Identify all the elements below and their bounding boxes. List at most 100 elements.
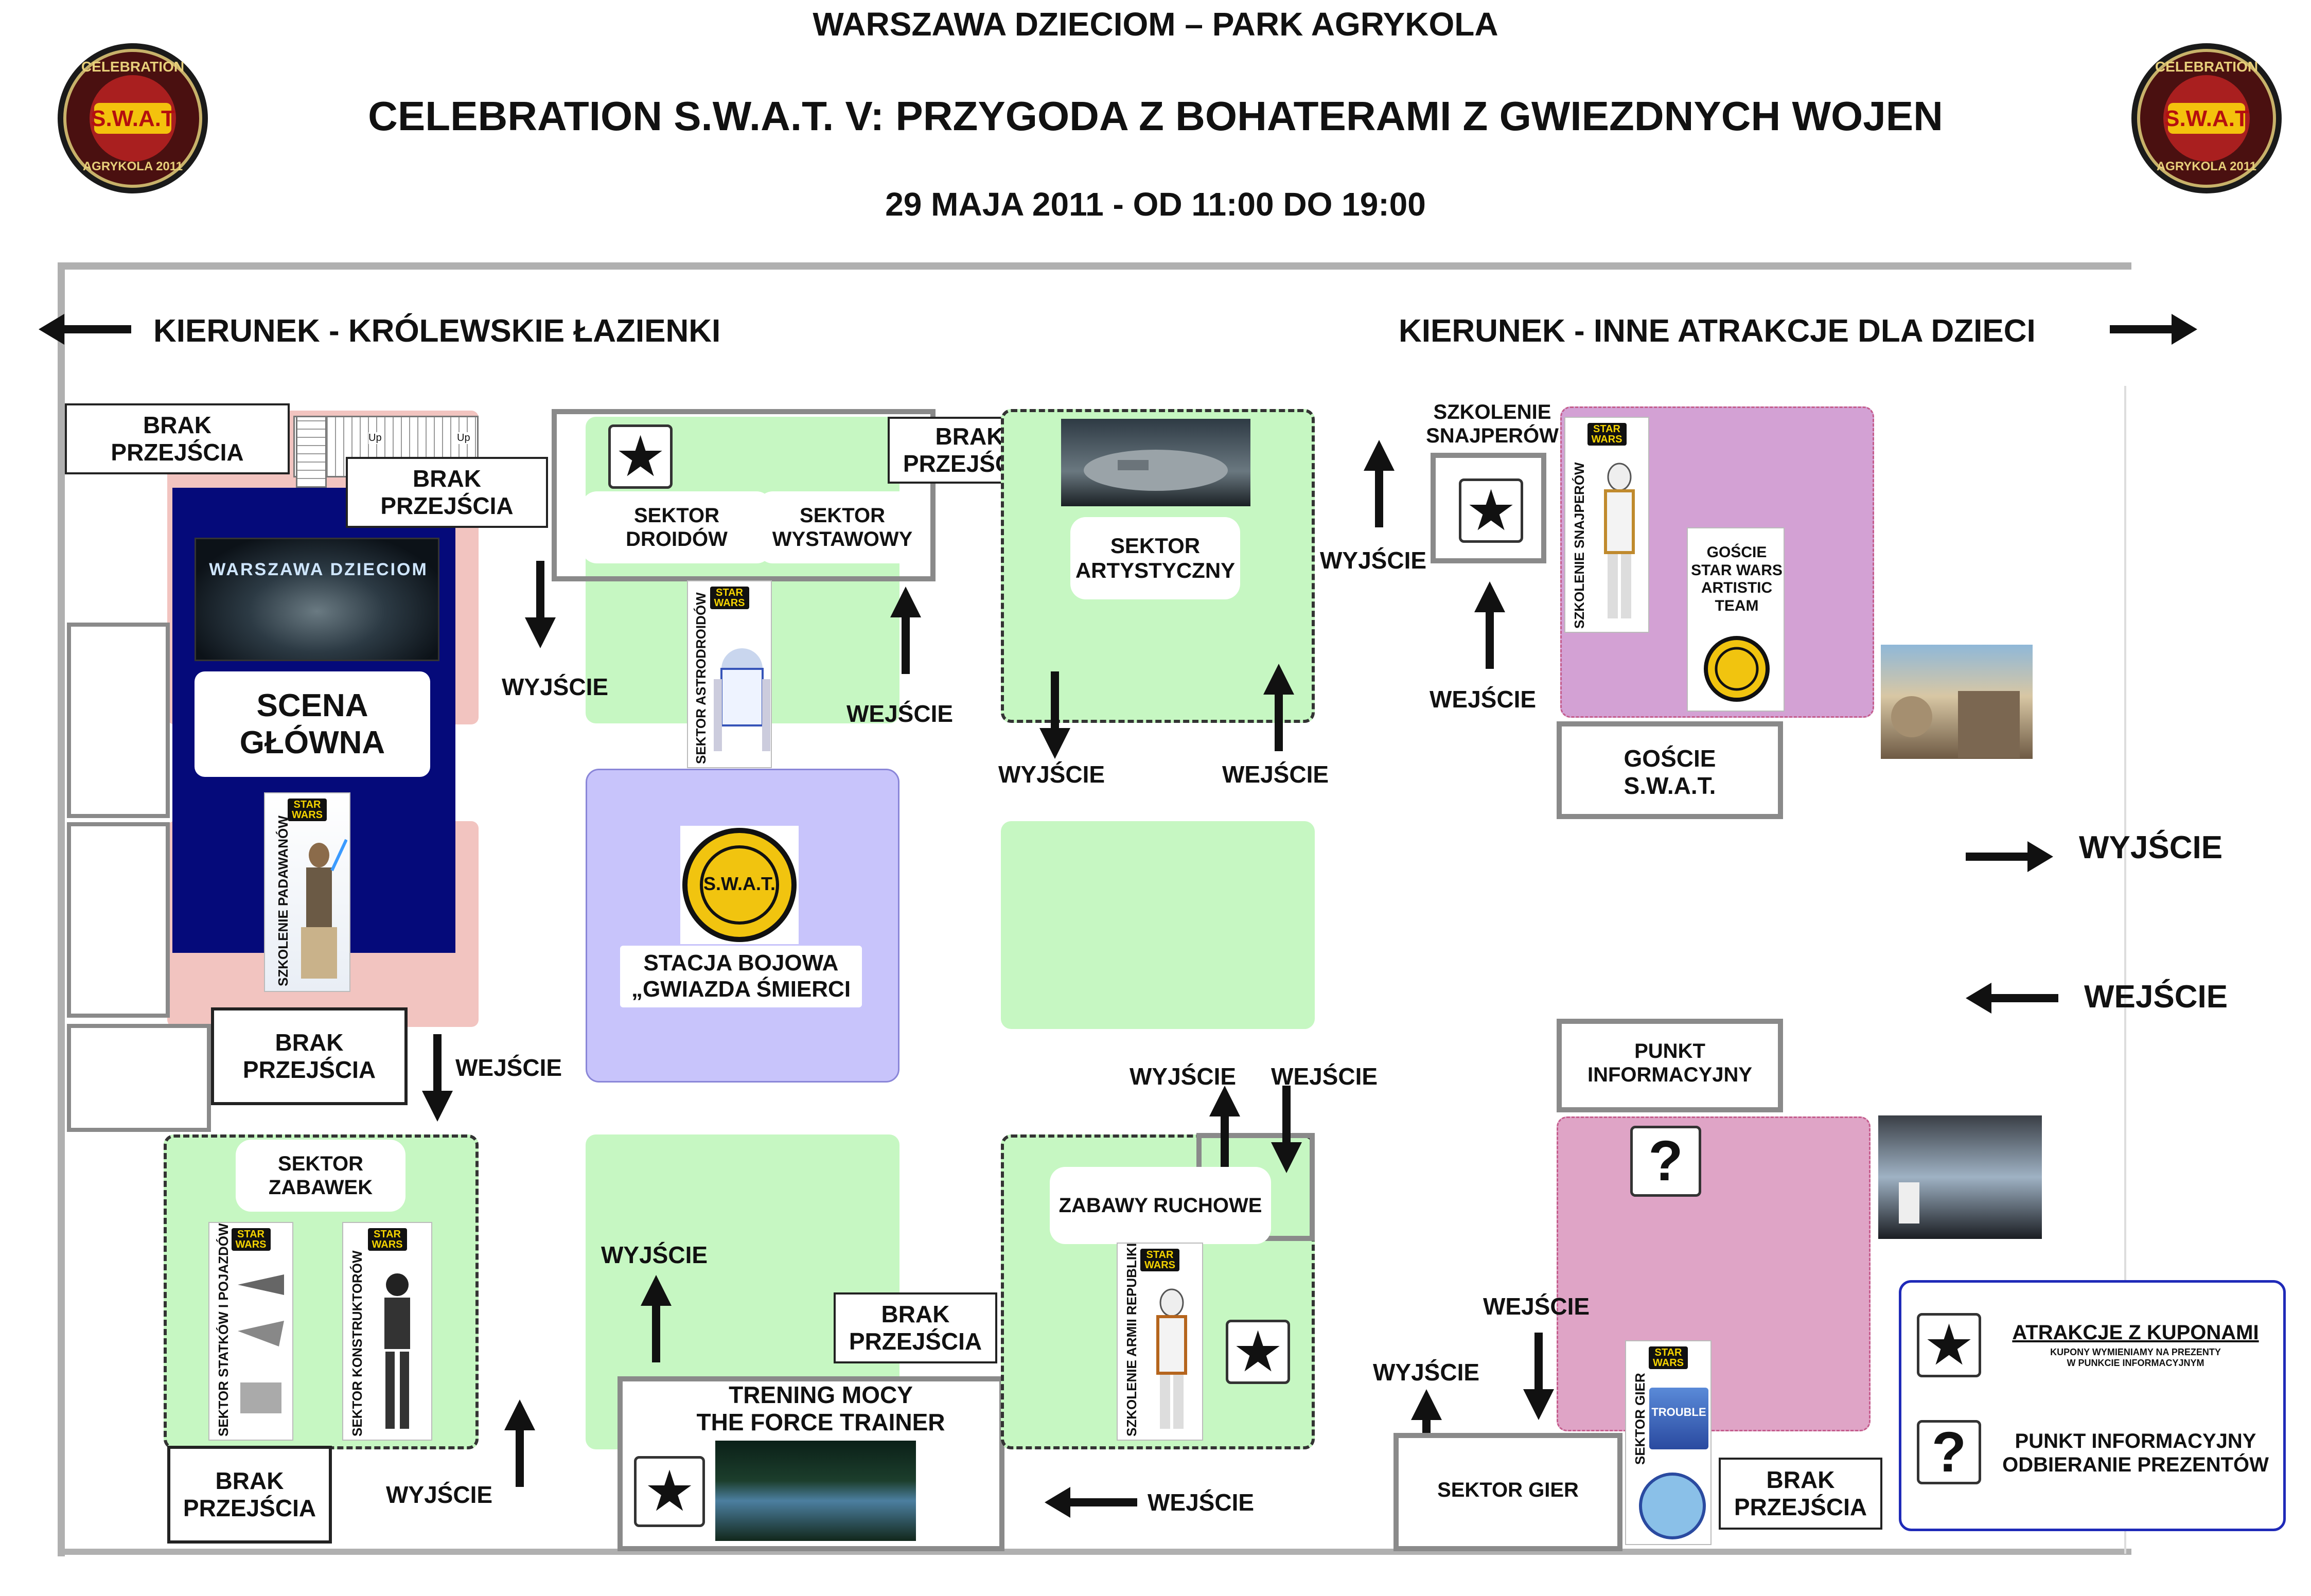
main-stage-label: SCENA GŁÓWNA [195, 671, 430, 777]
celebration-logo-right: CELEBRATION S.W.A.T AGRYKOLA 2011 [2129, 41, 2284, 196]
legend-star-icon: ★ [1917, 1313, 1981, 1377]
star-wars-logo: STAR WARS [231, 1228, 271, 1251]
ships-image [238, 1274, 284, 1413]
swat-emblem: S.W.A.T. [680, 826, 799, 944]
star-wars-logo: STAR WARS [367, 1228, 407, 1251]
arrow-down-icon [525, 561, 556, 648]
info-point-frame [1557, 1019, 1783, 1112]
page-title: CELEBRATION S.W.A.T. V: PRZYGODA Z BOHAT… [368, 93, 1943, 139]
header-line-1: WARSZAWA DZIECIOM – PARK AGRYKOLA [813, 6, 1498, 43]
stairs-down [296, 416, 327, 488]
coupon-star-icon: ★ [608, 424, 673, 489]
artistic-sector-label: SEKTOR ARTYSTYCZNY [1070, 517, 1240, 599]
no-passage-box: BRAK PRZEJŚCIA [834, 1292, 997, 1363]
jedi-figures-image [301, 839, 347, 979]
poster-caption: SZKOLENIE ARMII REPUBLIKI [1124, 1243, 1139, 1437]
entry-label: WEJŚCIE [846, 700, 954, 727]
exit-label: WYJŚCIE [601, 1242, 708, 1268]
ships-vehicles-poster: STAR WARS SEKTOR STATKÓW I POJAZDÓW [208, 1222, 293, 1441]
poster-caption: SZKOLENIE SNAJPERÓW [1572, 462, 1587, 629]
poster-caption: SZKOLENIE PADAWANÓW [275, 815, 291, 986]
emblem-center-text: S.W.A.T. [703, 873, 775, 894]
entry-label: WEJŚCIE [455, 1054, 562, 1081]
coupon-star-icon: ★ [1226, 1320, 1290, 1384]
celebration-logo-left: CELEBRATION S.W.A.T AGRYKOLA 2011 [56, 41, 210, 196]
entry-label: WEJŚCIE [1483, 1293, 1590, 1320]
poster-caption: SEKTOR STATKÓW I POJAZDÓW [216, 1223, 231, 1437]
clone-trooper-image [1156, 1288, 1187, 1429]
battle-droid-image [384, 1273, 410, 1429]
force-trainer-label: TRENING MOCY THE FORCE TRAINER [696, 1381, 945, 1435]
legend-coupons-subtitle: KUPONY WYMIENIAMY NA PREZENTY W PUNKCIE … [2050, 1347, 2221, 1368]
park-exit-label: WYJŚCIE [2079, 830, 2223, 865]
sniper-trooper-image [1604, 463, 1635, 618]
exit-label: WYJŚCIE [1373, 1359, 1480, 1386]
entry-label: WEJŚCIE [1430, 686, 1537, 713]
side-room-1 [67, 623, 170, 818]
legend-info-title: PUNKT INFORMACYJNY ODBIERANIE PREZENTÓW [2002, 1430, 2269, 1476]
arrow-down-icon [1039, 671, 1070, 759]
legend-question-icon: ? [1917, 1420, 1981, 1484]
exit-label: WYJŚCIE [998, 761, 1105, 788]
arrow-right-icon [2110, 314, 2197, 345]
stage-screen-text: WARSZAWA DZIECIOM [209, 560, 428, 579]
logo-bottom-text: AGRYKOLA 2011 [2156, 159, 2257, 173]
arrow-up-icon [890, 587, 921, 674]
astrodroid-poster: STAR WARS SEKTOR ASTRODROIDÓW [687, 580, 772, 768]
event-date: 29 MAJA 2011 - OD 11:00 DO 19:00 [885, 186, 1426, 223]
no-passage-box: BRAK PRZEJŚCIA [211, 1007, 408, 1105]
side-room-2 [67, 822, 170, 1018]
exit-label: WYJŚCIE [502, 673, 609, 700]
exit-label: WYJŚCIE [386, 1481, 493, 1508]
direction-other-attractions: KIERUNEK - INNE ATRAKCJE DLA DZIECI [1399, 313, 2036, 349]
park-entry-label: WEJŚCIE [2084, 979, 2228, 1015]
logo-bottom-text: AGRYKOLA 2011 [82, 159, 183, 173]
game-board-image [1639, 1473, 1706, 1539]
hangar-photo [1878, 1115, 2042, 1239]
stairs-up-label: Up [457, 432, 470, 444]
trouble-game-name: TROUBLE [1651, 1406, 1706, 1418]
park-boundary-right [2124, 386, 2126, 1554]
stairs-up-label: Up [368, 432, 382, 444]
exit-label: WYJŚCIE [1130, 1063, 1237, 1090]
entry-label: WEJŚCIE [1222, 761, 1329, 788]
logo-center-text: S.W.A.T [2164, 106, 2249, 131]
logo-top-text: CELEBRATION [81, 59, 185, 75]
exit-label: WYJŚCIE [1320, 547, 1427, 574]
info-point-zone [1557, 1116, 1871, 1431]
toys-sector-label: SEKTOR ZABAWEK [236, 1140, 405, 1212]
snipers-poster: STAR WARS SZKOLENIE SNAJPERÓW [1564, 417, 1649, 633]
artistic-team-emblem [1704, 636, 1770, 702]
desert-outpost-photo [1881, 645, 2033, 759]
forest-photo [715, 1441, 916, 1541]
poster-caption: SEKTOR GIER [1632, 1373, 1648, 1465]
games-sector-frame [1393, 1433, 1622, 1551]
poster-caption: SEKTOR ASTRODROIDÓW [693, 592, 709, 764]
star-wars-logo: STAR WARS [1587, 423, 1627, 446]
droids-frame [552, 409, 936, 581]
park-boundary-bottom [58, 1549, 2131, 1555]
exhibition-sector-label: SEKTOR WYSTAWOWY [757, 491, 927, 563]
arrow-left-icon [1045, 1487, 1137, 1518]
coupon-star-icon: ★ [1459, 478, 1523, 543]
no-passage-box: BRAK PRZEJŚCIA [65, 403, 290, 474]
r2d2-image [714, 648, 770, 751]
no-passage-box: BRAK PRZEJŚCIA [167, 1446, 332, 1544]
constructors-poster: STAR WARS SEKTOR KONSTRUKTORÓW [342, 1222, 432, 1441]
legend-coupons-title: ATRAKCJE Z KUPONAMI [2012, 1321, 2259, 1344]
arrow-up-icon [1474, 581, 1505, 669]
star-wars-logo: STAR WARS [710, 587, 749, 609]
arrow-up-icon [504, 1399, 535, 1487]
games-sector-label: SEKTOR GIER [1437, 1479, 1579, 1501]
motion-games-label: ZABAWY RUCHOWE [1050, 1167, 1271, 1244]
star-wars-logo: STAR WARS [1140, 1249, 1179, 1271]
swat-guests-label: GOŚCIE S.W.A.T. [1624, 745, 1716, 799]
star-wars-logo: STAR WARS [288, 799, 327, 821]
arrow-down-icon [1271, 1086, 1302, 1173]
artistic-team-poster: GOŚCIE STAR WARS ARTISTIC TEAM [1687, 527, 1785, 712]
logo-center-text: S.W.A.T [91, 106, 175, 131]
arrow-up-icon [1209, 1086, 1240, 1173]
entry-label: WEJŚCIE [1148, 1489, 1255, 1516]
droids-sector-label: SEKTOR DROIDÓW [581, 491, 772, 563]
info-point-label: PUNKT INFORMACYJNY [1587, 1040, 1753, 1086]
